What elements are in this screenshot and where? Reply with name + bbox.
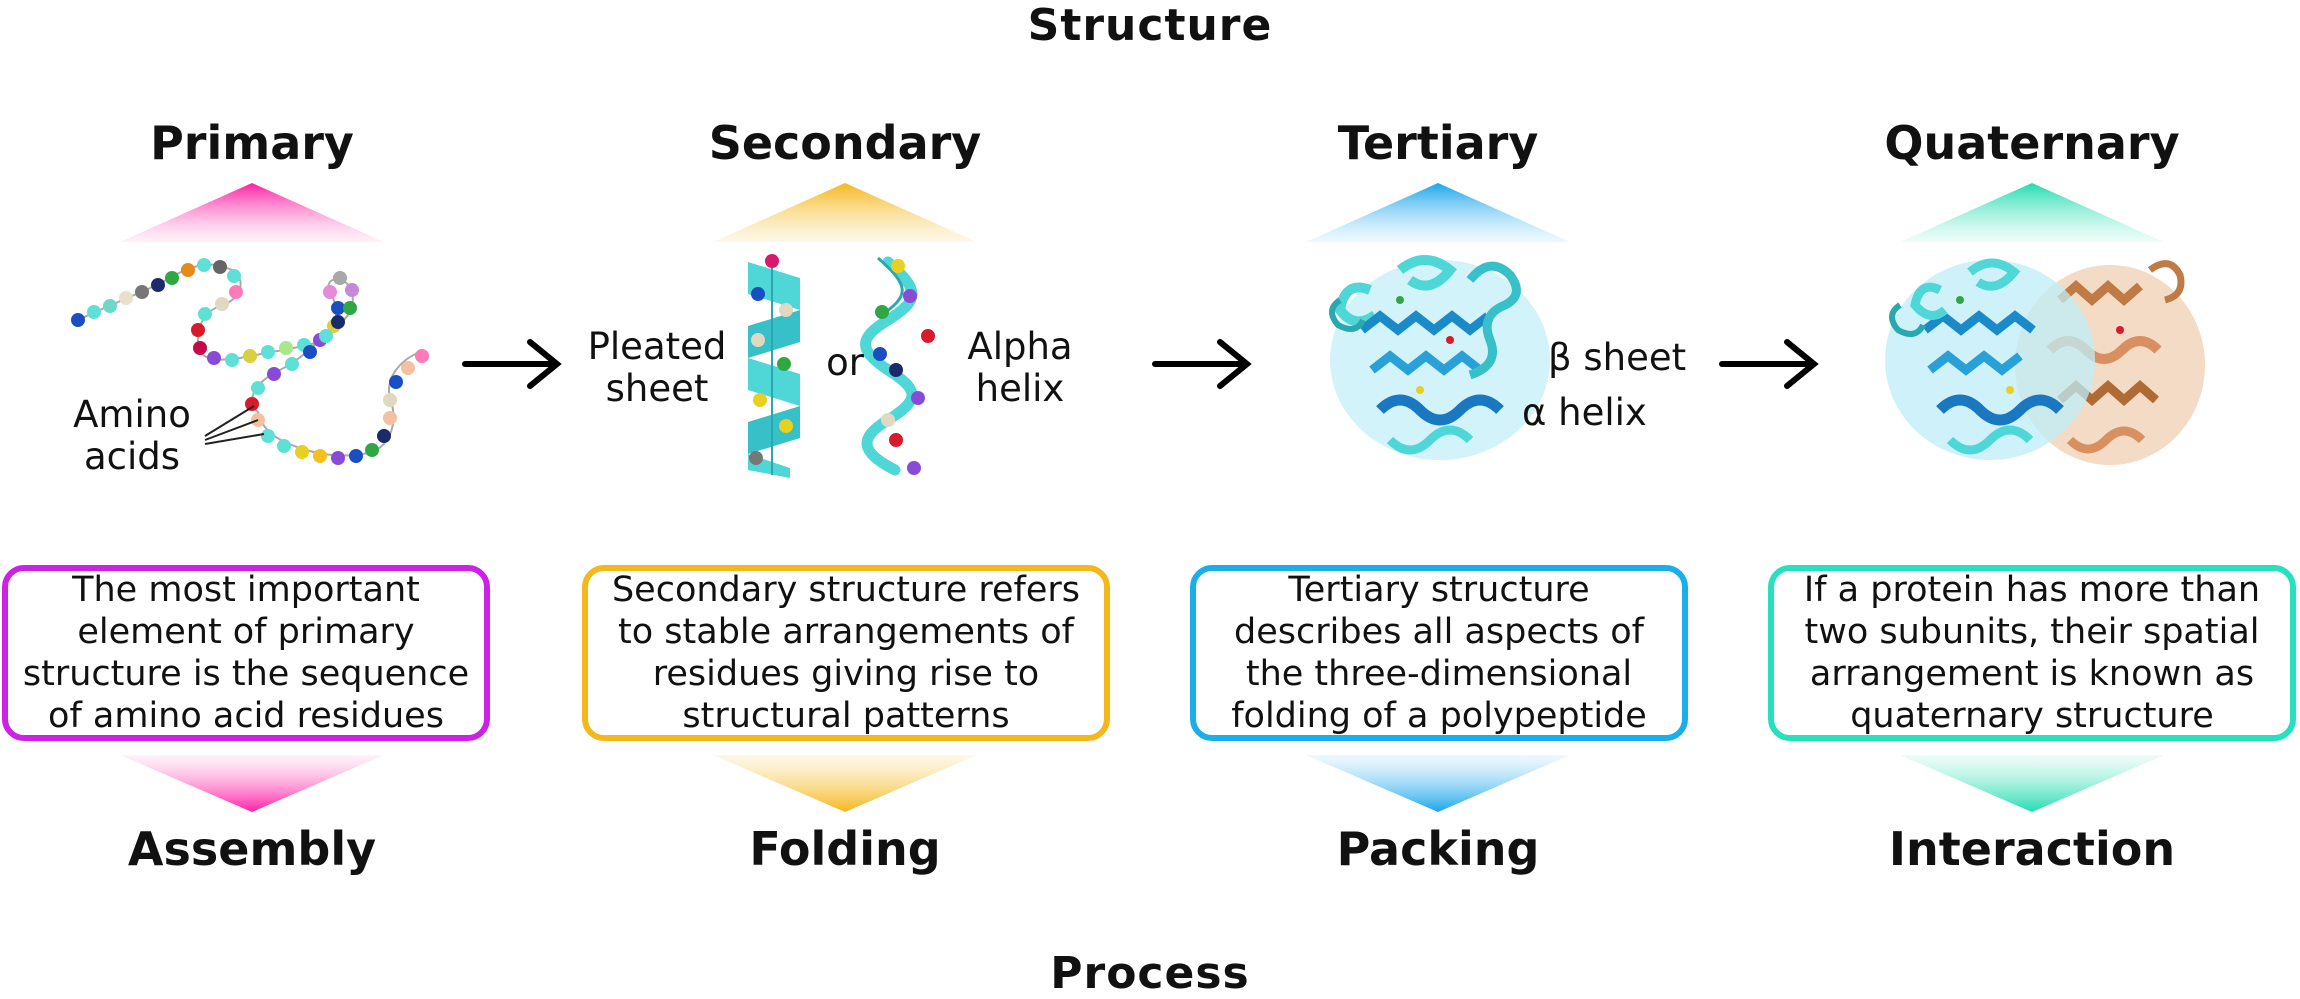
amino-label-line1: Amino [73, 393, 191, 436]
triangle-up-icon [1306, 183, 1570, 242]
amino-chain-icon [71, 258, 429, 465]
description-box-secondary: Secondary structure refers to stable arr… [582, 565, 1110, 741]
triangle-down-icon [1306, 755, 1570, 812]
arrow-right-icon [1719, 339, 1819, 389]
process-title-assembly: Assembly [127, 822, 377, 876]
alpha-label-line1: Alpha [967, 325, 1073, 368]
level-title-quaternary: Quaternary [1884, 116, 2180, 170]
triangle-down-icon [713, 755, 977, 812]
process-title-interaction: Interaction [1888, 822, 2176, 876]
description-text-primary: The most important element of primary st… [22, 570, 470, 736]
pleated-label-line1: Pleated [587, 325, 727, 368]
structure-header: Structure [1027, 0, 1273, 51]
level-title-tertiary: Tertiary [1337, 116, 1539, 170]
description-box-primary: The most important element of primary st… [2, 565, 490, 741]
triangle-down-icon [1900, 755, 2164, 812]
description-box-quaternary: If a protein has more than two subunits,… [1768, 565, 2296, 741]
or-label: or [826, 341, 864, 384]
pleated-sheet-label: Pleated sheet [582, 326, 732, 410]
beta-sheet-label: β sheet [1548, 336, 1687, 379]
pleated-sheet-icon [748, 254, 800, 478]
amino-acids-label: Amino acids [62, 394, 202, 478]
level-title-secondary: Secondary [708, 116, 982, 170]
level-title-primary: Primary [150, 116, 354, 170]
process-title-packing: Packing [1336, 822, 1540, 876]
tertiary-protein-icon [1329, 255, 1550, 460]
process-title-folding: Folding [749, 822, 941, 876]
description-text-tertiary: Tertiary structure describes all aspects… [1231, 570, 1647, 736]
alpha-label-line2: helix [975, 367, 1065, 410]
description-text-secondary: Secondary structure refers to stable arr… [611, 570, 1081, 736]
quaternary-protein-icon [1885, 258, 2205, 465]
pleated-label-line2: sheet [605, 367, 709, 410]
amino-label-line2: acids [83, 435, 181, 478]
triangle-up-icon [120, 183, 384, 242]
description-text-quaternary: If a protein has more than two subunits,… [1803, 570, 2261, 736]
alpha-helix-icon [860, 256, 935, 476]
process-header: Process [1050, 948, 1250, 999]
arrow-right-icon [462, 339, 562, 389]
alpha-helix-label: Alpha helix [950, 326, 1090, 410]
triangle-up-icon [1900, 183, 2164, 242]
arrow-right-icon [1152, 339, 1252, 389]
description-box-tertiary: Tertiary structure describes all aspects… [1190, 565, 1688, 741]
alpha-helix-tertiary-label: α helix [1522, 391, 1647, 434]
triangle-up-icon [713, 183, 977, 242]
triangle-down-icon [120, 755, 384, 812]
